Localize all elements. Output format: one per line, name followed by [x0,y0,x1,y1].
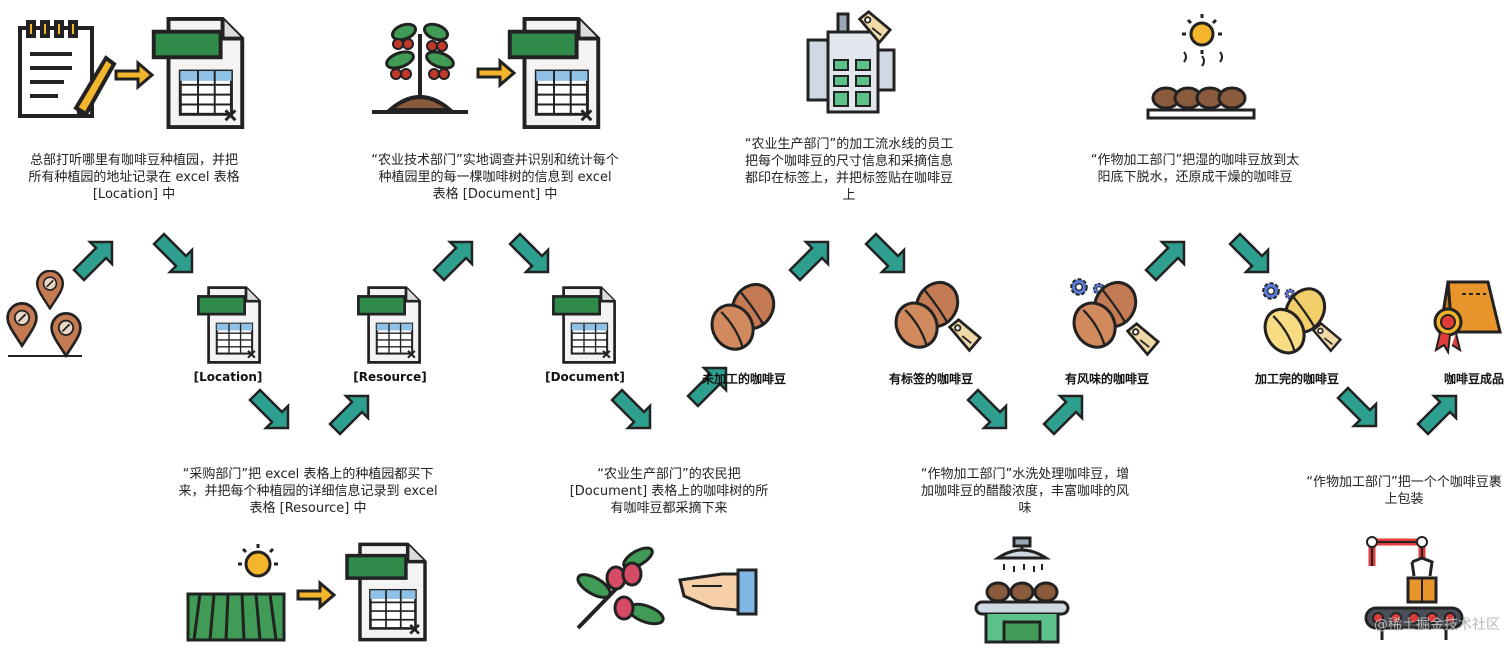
label-resource: [Resource] [353,370,427,384]
price-tag-icon [1310,322,1342,354]
caption-step-4: “作物加工部门”把湿的咖啡豆放到太阳底下脱水，还原成干燥的咖啡豆 [1090,153,1300,185]
xls-file-icon [148,14,248,132]
price-tag-icon [946,318,982,354]
flow-arrow-down-1 [152,232,194,274]
label-document: [Document] [545,370,625,384]
label-final-product: 咖啡豆成品 [1443,372,1504,386]
xls-file-icon [355,284,423,366]
caption-step-6: “农业生产部门”的农民把 [Document] 表格上的咖啡树的所有咖啡豆都采摘… [569,467,769,516]
flow-arrow-down-6 [966,388,1008,430]
yellow-arrow-icon [114,59,155,91]
flow-arrow-up-1 [72,240,114,282]
xls-file-icon [550,284,618,366]
watermark: @稀土掘金技术社区 [1374,617,1500,633]
flow-arrow-down-8 [1336,386,1378,428]
flow-arrow-up-3 [432,240,474,282]
label-processed-bean: 加工完的咖啡豆 [1254,372,1339,386]
flow-arrow-up-6 [1042,394,1084,436]
label-location: [Location] [193,370,263,384]
label-flavored-bean: 有风味的咖啡豆 [1064,372,1149,386]
map-pins-icon [6,270,82,358]
flow-arrow-up-5 [788,240,830,282]
flow-arrow-up-2 [328,394,370,436]
flow-arrow-down-2 [248,388,290,430]
field-sun-icon [186,544,286,642]
coffee-branch-hand-icon [576,546,758,630]
factory-machine-icon [806,10,896,114]
caption-step-3: “农业生产部门”的加工流水线的员工把每个咖啡豆的尺寸信息和采摘信息都印在标签上，… [744,137,954,203]
coffee-bean-icon [706,280,782,356]
caption-step-5: “采购部门”把 excel 表格上的种植园都买下来，并把每个种植园的详细信息记录… [178,467,438,516]
caption-step-2: “农业技术部门”实地调查并识别和统计每个种植园里的每一棵咖啡树的信息到 exce… [371,153,619,202]
coffee-plant-icon [372,22,468,114]
yellow-arrow-icon [476,57,517,89]
xls-file-icon [195,284,263,366]
notepad-pencil-icon [18,20,117,118]
caption-step-7: “作物加工部门”水洗处理咖啡豆，增加咖啡豆的醋酸浓度，丰富咖啡的风味 [920,467,1130,516]
flow-arrow-up-8 [1416,394,1458,436]
caption-step-1: 总部打听哪里有咖啡豆种植园，并把所有种植园的地址记录在 excel 表格 [Lo… [28,153,240,202]
shopping-bag-medal-icon [1433,280,1502,356]
washing-conveyor-icon [974,536,1070,644]
flow-arrow-up-7 [1144,240,1186,282]
caption-step-8: “作物加工部门”把一个个咖啡豆裹上包装 [1306,475,1502,507]
label-tagged-bean: 有标签的咖啡豆 [888,372,973,386]
yellow-arrow-icon [296,579,337,611]
xls-file-icon [504,14,604,132]
flow-arrow-down-7 [1228,232,1270,274]
flow-arrow-up-4 [686,366,728,408]
flow-arrow-down-5 [864,232,906,274]
price-tag-icon [1124,322,1160,358]
xls-file-icon [336,540,436,644]
label-raw-bean: 未加工的咖啡豆 [701,372,786,386]
flow-arrow-down-4 [610,388,652,430]
sun-drying-beans-icon [1146,14,1256,120]
robot-arm-packaging-icon [1364,536,1464,640]
flow-arrow-down-3 [508,232,550,274]
